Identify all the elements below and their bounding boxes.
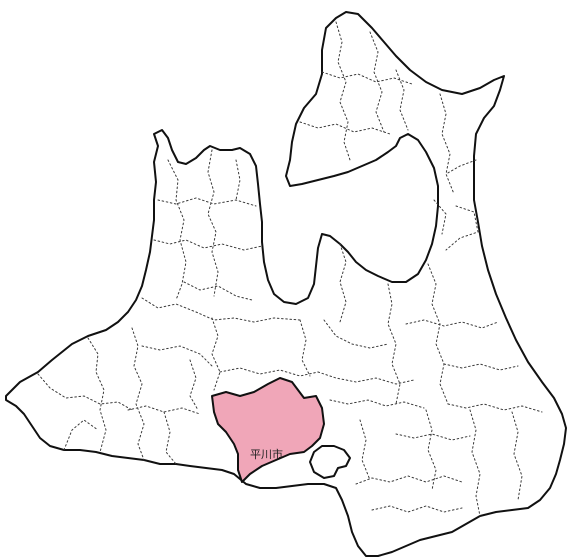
prefecture-outline (5, 11, 567, 557)
highlighted-municipality[interactable] (211, 377, 325, 483)
highlighted-municipality-label: 平川市 (250, 447, 283, 461)
lake-towada (309, 445, 351, 479)
municipal-boundaries (37, 21, 543, 517)
